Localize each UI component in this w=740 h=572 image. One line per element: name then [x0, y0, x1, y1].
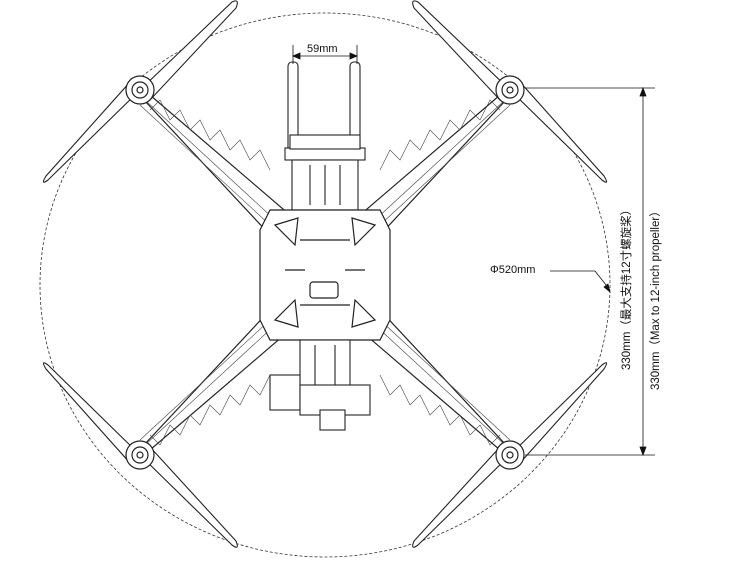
antennas [284, 61, 366, 211]
propellers [42, 0, 608, 548]
diameter-leader [550, 270, 611, 294]
motors [125, 75, 525, 470]
antenna-spacing-label: 59mm [307, 43, 338, 55]
motor-dimension [525, 86, 655, 457]
antenna-dimension [291, 45, 359, 64]
prop-circle-diameter-label: Φ520mm [490, 264, 536, 276]
motor-spacing-cn-label: 330mm（最大支持12寸螺旋桨） [621, 203, 633, 370]
propeller-circle [39, 12, 611, 558]
center-plate [259, 209, 391, 341]
arm-truss [139, 99, 511, 446]
gimbal [269, 339, 371, 431]
motor-spacing-en-label: 330mm（Max to 12-inch propeller） [650, 205, 662, 390]
